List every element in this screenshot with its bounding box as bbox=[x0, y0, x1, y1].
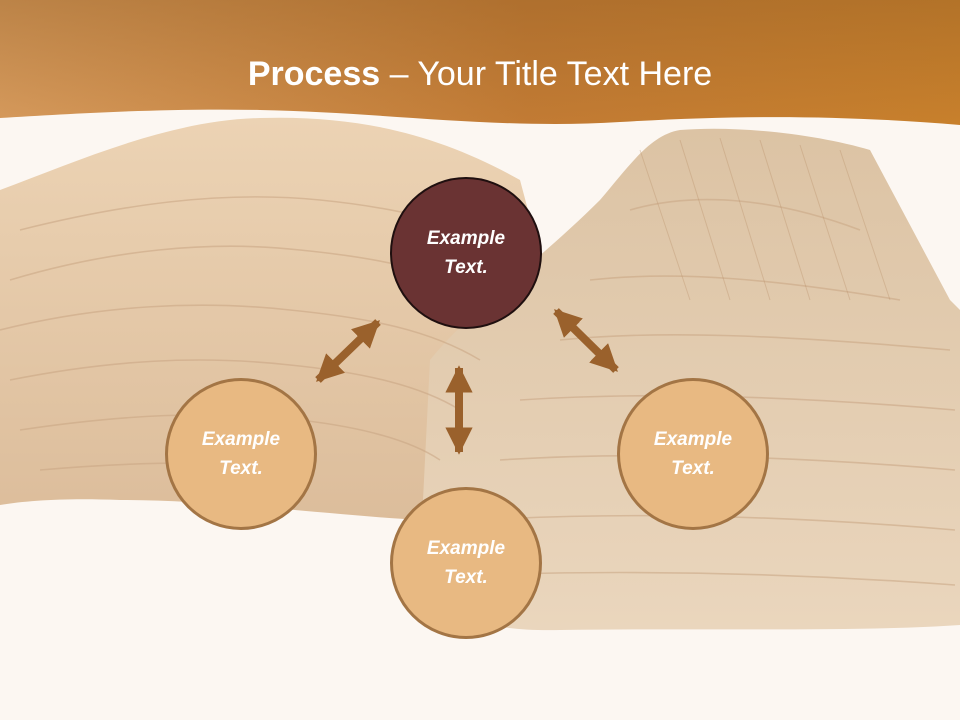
center-node-text: Example Text. bbox=[426, 228, 506, 278]
center-node: Example Text. bbox=[390, 177, 542, 329]
right-node-text: Example Text. bbox=[653, 429, 733, 479]
title-banner bbox=[0, 0, 960, 125]
slide-title: Process – Your Title Text Here bbox=[0, 50, 960, 98]
right-node: Example Text. bbox=[617, 378, 769, 530]
left-node-text: Example Text. bbox=[201, 429, 281, 479]
left-node: Example Text. bbox=[165, 378, 317, 530]
bottom-node: Example Text. bbox=[390, 487, 542, 639]
title-emphasis: Process bbox=[247, 55, 381, 93]
arrow-center-left bbox=[315, 319, 381, 383]
arrow-center-right bbox=[553, 308, 619, 373]
bottom-node-text: Example Text. bbox=[426, 538, 506, 588]
title-rest: – Your Title Text Here bbox=[380, 55, 713, 93]
